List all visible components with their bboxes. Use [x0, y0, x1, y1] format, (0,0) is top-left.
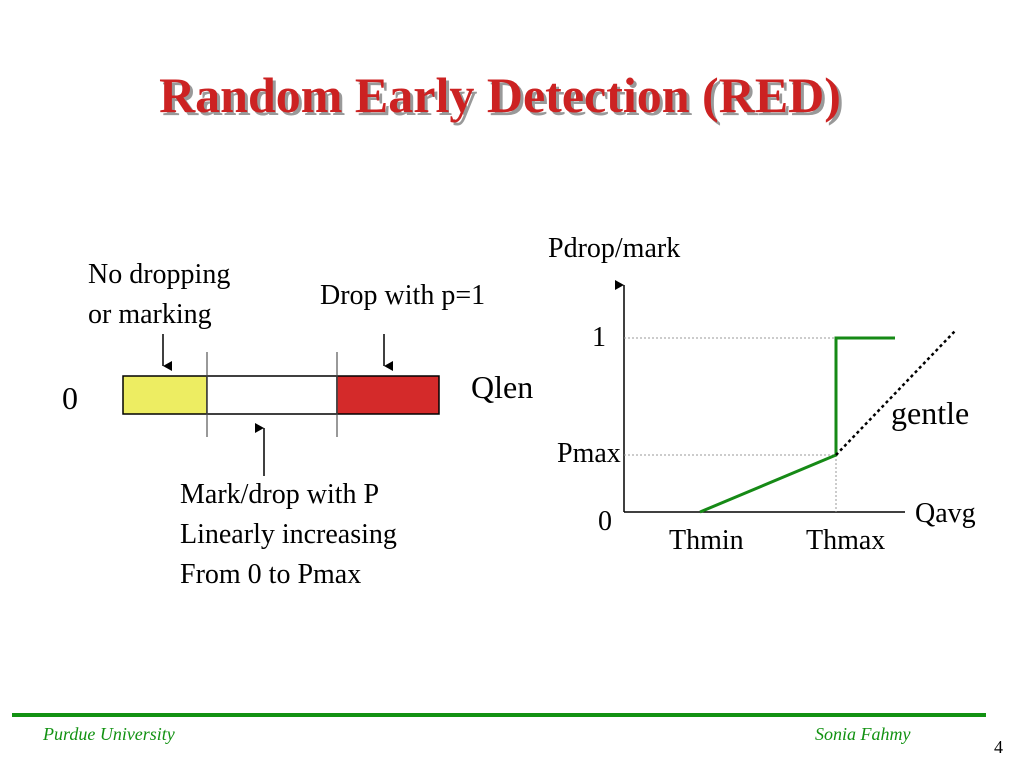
drop-label: Drop with p=1 [320, 280, 486, 311]
graph-y-tick-pmax: Pmax [557, 438, 621, 469]
queue-no-drop-segment [122, 375, 208, 415]
graph-y-tick-1: 1 [592, 322, 606, 353]
footer-right-text: Sonia Fahmy [815, 724, 911, 744]
graph-y-tick-0: 0 [598, 506, 612, 537]
mark-label-line3: From 0 to Pmax [180, 559, 362, 590]
graph-y-title: Pdrop/mark [548, 233, 681, 264]
graph-x-title: Qavg [915, 498, 976, 529]
qlen-label: Qlen [471, 369, 534, 405]
gentle-dotted-line [835, 330, 956, 456]
footer-left-text: Purdue University [43, 724, 175, 744]
slide-title: Random Early Detection (RED) [159, 67, 841, 123]
graph-x-tick-thmin: Thmin [669, 525, 744, 556]
queue-drop-segment [336, 375, 440, 415]
mark-label-line1: Mark/drop with P [180, 479, 380, 510]
red-drop-probability-curve [699, 336, 895, 514]
footer-divider [12, 713, 986, 717]
no-drop-label-line1: No dropping [88, 259, 231, 290]
no-drop-label-line2: or marking [88, 299, 212, 330]
queue-zero-label: 0 [62, 380, 78, 416]
graph-x-tick-thmax: Thmax [806, 525, 886, 556]
mark-label-line2: Linearly increasing [180, 519, 397, 550]
gentle-label: gentle [891, 395, 970, 431]
queue-mark-segment [206, 375, 338, 415]
page-number: 4 [994, 737, 1003, 757]
